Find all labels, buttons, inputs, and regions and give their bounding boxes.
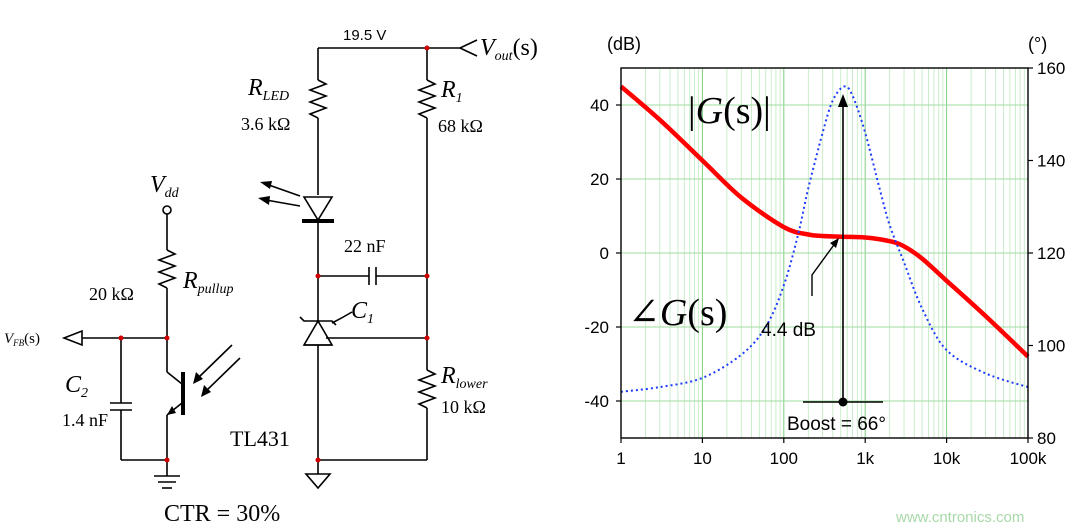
c2-value: 1.4 nF [62, 410, 108, 430]
r1-value: 68 kΩ [438, 116, 483, 136]
gain-pointer [811, 241, 837, 296]
junction-nodes [118, 45, 430, 463]
gain-pointer-head [830, 238, 839, 248]
boost-arrow-head [838, 94, 848, 107]
rlower-label: Rlower [440, 363, 488, 392]
c1-label: C1 [351, 298, 374, 327]
tl431-triangle [302, 319, 334, 346]
vdd-label: Vdd [150, 172, 180, 201]
y-left-tick-label: 40 [590, 96, 609, 115]
c1-pointer [331, 311, 353, 324]
y-left-tick-label: -40 [584, 392, 609, 411]
rlower-value: 10 kΩ [441, 397, 486, 417]
plot-series [619, 84, 1030, 393]
y-right-tick-label: 100 [1037, 337, 1065, 356]
y-right-tick-label: 140 [1037, 152, 1065, 171]
phototransistor-emitter-arrow [167, 406, 176, 415]
rled-resistor [307, 79, 329, 119]
led-light-arrows [258, 181, 301, 207]
rpullup-resistor [156, 249, 178, 289]
vout-voltage-label: 19.5 V [343, 27, 386, 44]
vout-arrow [458, 39, 478, 57]
y-right-tick-label: 80 [1037, 429, 1056, 448]
rpullup-label: Rpullup [182, 268, 233, 297]
magnitude-label: |G(s)| [688, 90, 771, 132]
vdd-terminal [162, 205, 172, 215]
vout-label: Vout(s) [480, 35, 538, 64]
bode-chart: 1 10 100 1k 10k 100k 40 20 0 -20 -40 160 140 120 100 80… [584, 34, 1065, 468]
r1-label: R1 [440, 77, 463, 106]
c22-value: 22 nF [344, 236, 386, 256]
circuit-schematic: 19.5 V Vout(s) RLED 3.6 kΩ R1 68 kΩ [4, 27, 538, 527]
phase-curve [620, 85, 1029, 393]
y-right-tick-label: 160 [1037, 59, 1065, 78]
watermark: www.cntronics.com [895, 509, 1024, 526]
rled-value: 3.6 kΩ [241, 114, 290, 134]
magnitude-curve [619, 84, 1030, 359]
x-tick-label: 10 [693, 449, 712, 468]
y-left-tick-label: 20 [590, 170, 609, 189]
x-tick-label: 10k [933, 449, 961, 468]
vfb-label: VFB(s) [4, 331, 40, 348]
y-right-tick-label: 120 [1037, 244, 1065, 263]
x-tick-label: 1k [856, 449, 874, 468]
phase-label: ∠G(s) [628, 292, 727, 334]
left-axis-unit: (dB) [607, 34, 641, 54]
right-axis-unit: (°) [1028, 34, 1047, 54]
rlower-resistor [416, 369, 438, 409]
boost-base-dot [838, 397, 848, 407]
vfb-arrow [61, 329, 83, 347]
x-tick-label: 1 [616, 449, 625, 468]
gain-note: 4.4 dB [761, 320, 816, 341]
c2-label: C2 [65, 372, 88, 401]
ground-symbol-left [154, 475, 180, 489]
led-diode [302, 196, 334, 222]
x-tick-label: 100 [770, 449, 798, 468]
tl431-label: TL431 [230, 426, 290, 451]
y-left-tick-label: -20 [584, 318, 609, 337]
boost-note: Boost = 66° [787, 414, 886, 435]
rpullup-value: 20 kΩ [89, 284, 134, 304]
plot-ticks: 1 10 100 1k 10k 100k 40 20 0 -20 -40 160 140 120 100 80 [584, 59, 1065, 468]
rled-label: RLED [247, 75, 289, 104]
phototransistor-collector [166, 371, 183, 385]
ground-symbol-right [304, 473, 332, 490]
y-left-tick-label: 0 [600, 244, 609, 263]
ctr-label: CTR = 30% [164, 501, 280, 527]
phototransistor-light-arrows [193, 344, 241, 397]
r1-resistor [416, 79, 438, 119]
x-tick-label: 100k [1010, 449, 1047, 468]
